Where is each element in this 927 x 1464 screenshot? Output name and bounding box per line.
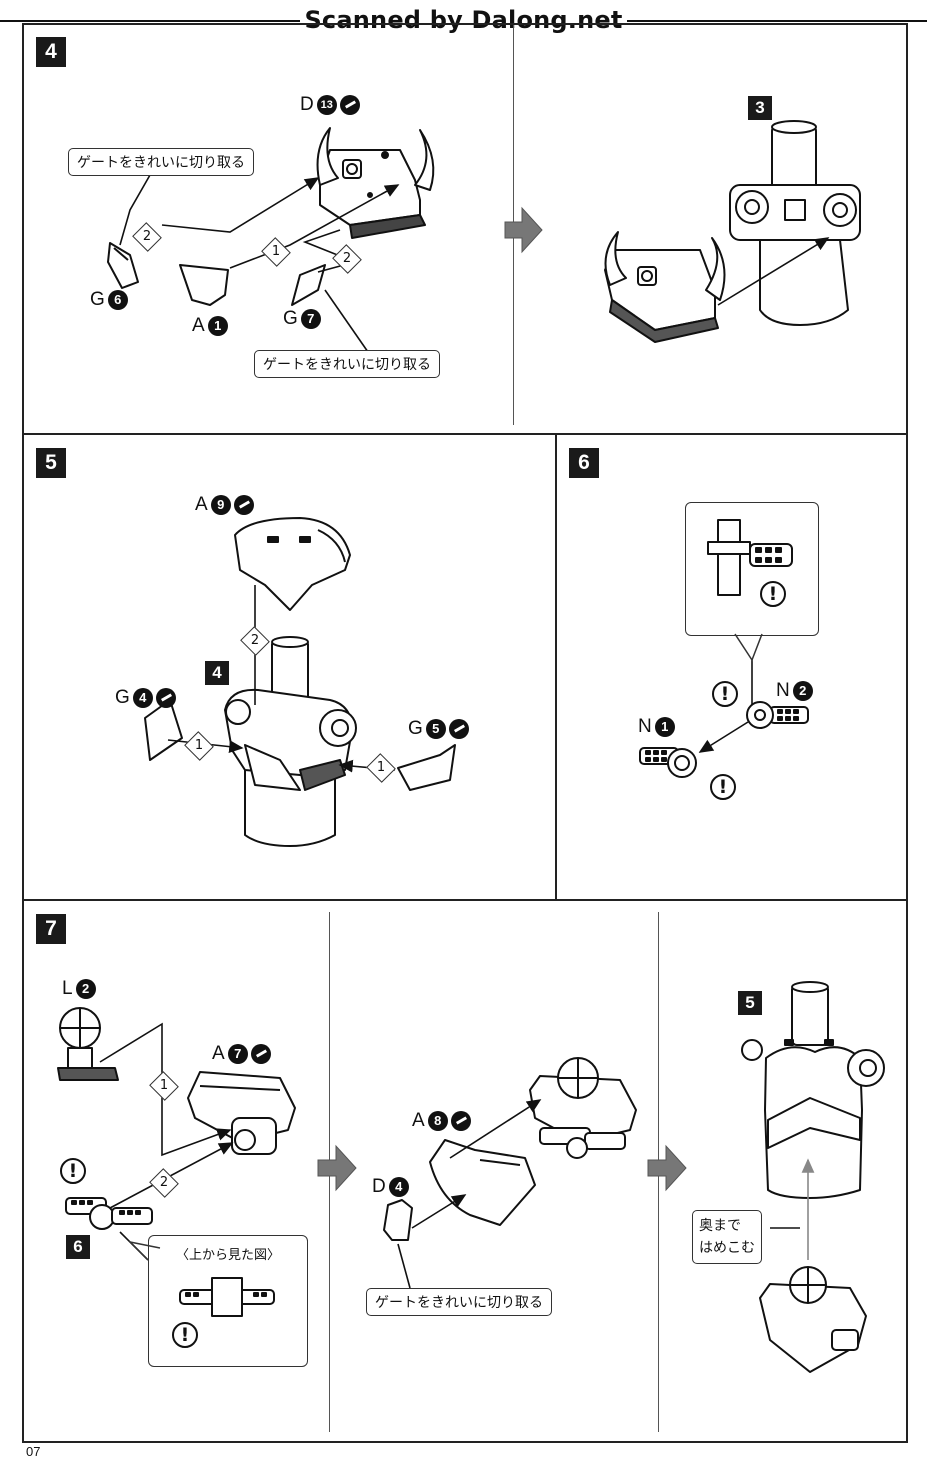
next-arrow-step7b	[647, 1144, 687, 1192]
part-letter: D	[300, 94, 314, 115]
part-letter: L	[62, 978, 73, 999]
part-number: 4	[132, 688, 153, 708]
page-number: 07	[26, 1444, 41, 1459]
part-label-d13: D 13	[300, 94, 360, 116]
part-letter: G	[90, 289, 105, 310]
part-label-g4: G 4	[115, 687, 176, 709]
part-number: 9	[210, 495, 231, 515]
next-arrow-step7a	[317, 1144, 357, 1192]
cut-icon	[155, 688, 176, 708]
top-view-inset: 〈上から見た図〉	[148, 1235, 308, 1367]
part-number: 1	[207, 316, 228, 336]
part-label-l2: L 2	[62, 978, 96, 1000]
part-label-n2: N 2	[776, 680, 813, 702]
joint-ref6-side	[65, 1197, 153, 1230]
part-letter: G	[283, 308, 298, 329]
part-label-d4: D 4	[372, 1176, 409, 1198]
warning-icon: !	[60, 1158, 86, 1184]
warning-icon: !	[710, 774, 736, 800]
part-letter: N	[776, 680, 790, 701]
part-label-n1: N 1	[638, 716, 675, 738]
assembled-collar	[604, 231, 726, 343]
step-7-badge: 7	[36, 914, 66, 944]
part-letter: A	[195, 494, 208, 515]
final-torso-ref5	[741, 981, 885, 1199]
ref-step-5-badge: 5	[738, 991, 762, 1015]
part-label-g6: G 6	[90, 289, 128, 311]
gate-callout-bottom: ゲートをきれいに切り取る	[254, 350, 440, 378]
ref-step-6-badge: 6	[66, 1235, 90, 1259]
inset-top-view-joint	[179, 1277, 275, 1317]
warning-icon: !	[712, 681, 738, 707]
part-number: 1	[654, 717, 675, 737]
part-number: 2	[75, 979, 96, 999]
part-a9-shell	[234, 517, 351, 611]
cut-icon	[339, 95, 360, 115]
joint-detail-inset	[685, 502, 819, 636]
push-in-line-1: 奥まで	[699, 1218, 741, 1234]
part-g4	[144, 699, 183, 761]
torso-ref4	[224, 636, 357, 847]
part-label-a7: A 7	[212, 1043, 271, 1065]
part-letter: A	[412, 1110, 425, 1131]
part-number: 4	[388, 1177, 409, 1197]
gate-callout-step7: ゲートをきれいに切り取る	[366, 1288, 552, 1316]
watermark: Scanned by Dalong.net	[0, 6, 927, 34]
part-number: 2	[792, 681, 813, 701]
part-number: 7	[300, 309, 321, 329]
ref-step-4-badge: 4	[205, 661, 229, 685]
next-arrow-step4	[504, 206, 543, 254]
part-a1	[179, 264, 229, 306]
gate-callout-top: ゲートをきれいに切り取る	[68, 148, 254, 176]
inset-joint-detail	[707, 519, 793, 596]
part-label-g5: G 5	[408, 718, 469, 740]
part-letter: G	[408, 718, 423, 739]
part-l2-joint	[57, 1007, 119, 1081]
warning-icon: !	[172, 1322, 198, 1348]
part-g6	[107, 242, 139, 289]
part-label-a1: A 1	[192, 315, 228, 337]
warning-icon: !	[760, 581, 786, 607]
part-letter: A	[212, 1043, 225, 1064]
part-letter: N	[638, 716, 652, 737]
step-5-badge: 5	[36, 448, 66, 478]
push-in-callout: 奥まで はめこむ	[692, 1210, 762, 1264]
collar-part-d13	[316, 127, 435, 239]
step-7-panel	[22, 899, 908, 1443]
assembled-waist-mid	[529, 1057, 637, 1159]
part-number: 8	[427, 1111, 448, 1131]
part-label-g7: G 7	[283, 308, 321, 330]
part-number: 7	[227, 1044, 248, 1064]
assembled-torso-ref3	[729, 120, 861, 326]
step-4-badge: 4	[36, 37, 66, 67]
part-a7-waist	[187, 1071, 296, 1155]
part-letter: D	[372, 1176, 386, 1197]
part-number: 5	[425, 719, 446, 739]
part-g5	[397, 744, 456, 791]
part-d4	[383, 1199, 413, 1241]
part-label-a9: A 9	[195, 494, 254, 516]
part-n2-joint	[746, 701, 809, 729]
ref-step-3-badge: 3	[748, 96, 772, 120]
part-number: 13	[316, 95, 337, 115]
final-waist	[759, 1266, 867, 1373]
top-view-title: 〈上から見た図〉	[175, 1248, 280, 1263]
cut-icon	[450, 1111, 471, 1131]
cut-icon	[448, 719, 469, 739]
cut-icon	[250, 1044, 271, 1064]
step-6-badge: 6	[569, 448, 599, 478]
part-a8-plate	[429, 1139, 536, 1226]
part-letter: A	[192, 315, 205, 336]
part-number: 6	[107, 290, 128, 310]
part-label-a8: A 8	[412, 1110, 471, 1132]
push-in-line-2: はめこむ	[699, 1240, 755, 1256]
cut-icon	[233, 495, 254, 515]
part-g7	[291, 264, 326, 306]
part-letter: G	[115, 687, 130, 708]
part-n1-joint	[639, 747, 697, 778]
